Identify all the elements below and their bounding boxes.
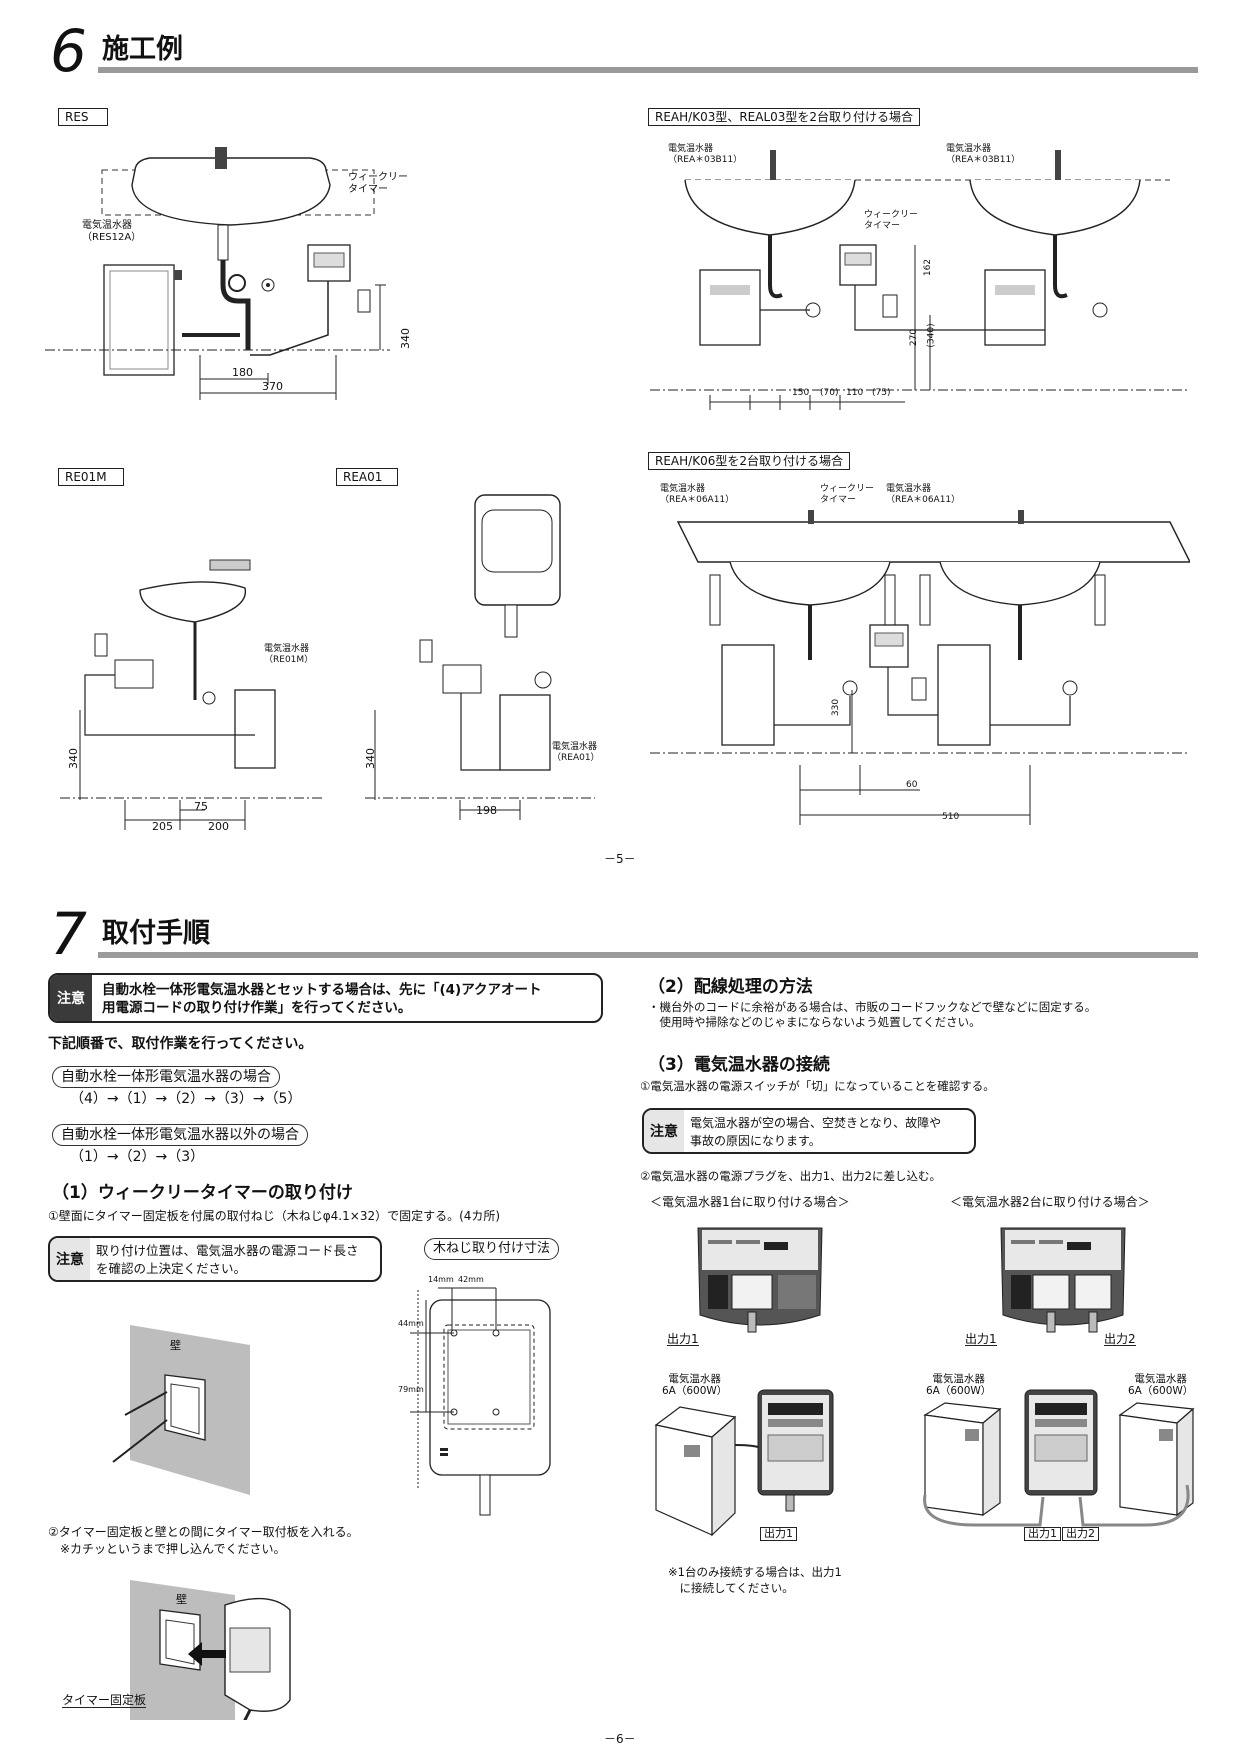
output1-box-two-units: 出力1 xyxy=(1024,1527,1061,1541)
step3-instruction-1: ①電気温水器の電源スイッチが「切」になっていることを確認する。 xyxy=(640,1079,995,1093)
timer-insertion-illustration xyxy=(130,1580,291,1720)
timer-fixing-plate-label: タイマー固定板 xyxy=(62,1693,147,1708)
page-number-6: －6－ xyxy=(604,1732,636,1746)
output1-box-one-unit: 出力1 xyxy=(760,1527,797,1541)
wall-fixing-illustration xyxy=(112,1325,250,1495)
rea01-heater-label: 電気温水器 （REA01） xyxy=(552,742,600,763)
case2-sequence: （1）→（2）→（3） xyxy=(70,1149,205,1165)
screw-dimensions-pill: 木ねじ取り付け寸法 xyxy=(424,1238,560,1260)
section-7-number: 7 xyxy=(50,900,87,968)
step2-text: ・機台外のコードに余裕がある場合は、市販のコードフックなどで壁などに固定する。 … xyxy=(648,1000,1097,1029)
label-re01m: RE01M xyxy=(58,468,124,486)
case1-pill: 自動水栓一体形電気温水器の場合 xyxy=(52,1066,280,1088)
res-timer-label: ウィークリー タイマー xyxy=(348,172,408,195)
k03-timer-label: ウィークリー タイマー xyxy=(864,210,919,231)
output1-label-one-unit: 出力1 xyxy=(667,1332,699,1346)
k06-dim-510: 510 xyxy=(942,812,960,822)
wall-label-2: 壁 xyxy=(176,1593,187,1606)
section-7-rule xyxy=(98,952,1198,958)
caution-tag: 注意 xyxy=(50,975,92,1021)
heater-connection-one-unit xyxy=(654,1389,834,1537)
output2-label-two-units: 出力2 xyxy=(1104,1332,1136,1346)
k03-dim-340p: (340) xyxy=(926,323,937,348)
heater-6a-label-2: 電気温水器 6A（600W） xyxy=(926,1373,992,1397)
screw-dim-79: 79mm xyxy=(398,1385,424,1394)
reah-k06-installation-diagram xyxy=(650,510,1190,825)
step1-caution-box: 注意 取り付け位置は、電気温水器の電源コード長さ を確認の上決定ください。 xyxy=(48,1236,382,1282)
rea01-installation-diagram xyxy=(365,494,595,820)
page-number-5: －5－ xyxy=(604,852,636,866)
screw-dim-14: 14mm xyxy=(428,1275,454,1284)
output1-label-two-units: 出力1 xyxy=(965,1332,997,1346)
step3-caution-text: 電気温水器が空の場合、空焚きとなり、故障や 事故の原因になります。 xyxy=(690,1116,942,1148)
label-rea01: REA01 xyxy=(336,468,398,486)
k03-heater-left-label: 電気温水器 （REA＊03B11） xyxy=(668,144,743,165)
re01m-dim-340: 340 xyxy=(67,748,80,769)
k06-timer-label: ウィークリー タイマー xyxy=(820,484,875,505)
step3-caution-box: 注意 電気温水器が空の場合、空焚きとなり、故障や 事故の原因になります。 xyxy=(642,1108,976,1154)
k03-dim-70: (70) xyxy=(820,388,839,398)
res-heater-label: 電気温水器 （RES12A） xyxy=(82,220,142,243)
re01m-dim-205: 205 xyxy=(152,820,173,833)
step1-heading: （1）ウィークリータイマーの取り付け xyxy=(52,1183,353,1203)
caution-tag: 注意 xyxy=(644,1110,684,1152)
output2-box-two-units: 出力2 xyxy=(1062,1527,1099,1541)
section-6-rule xyxy=(98,67,1198,73)
label-reah-k03: REAH/K03型、REAL03型を2台取り付ける場合 xyxy=(648,108,921,126)
k03-dim-162: 162 xyxy=(923,258,934,277)
step1-caution-text: 取り付け位置は、電気温水器の電源コード長さ を確認の上決定ください。 xyxy=(96,1243,359,1276)
screw-dim-42: 42mm xyxy=(458,1275,484,1284)
order-intro: 下記順番で、取付作業を行ってください。 xyxy=(48,1036,313,1052)
section-6-number: 6 xyxy=(50,17,87,85)
timer-photo-two-units xyxy=(1000,1227,1126,1333)
k06-heater-right-label: 電気温水器 （REA＊06A11） xyxy=(886,484,961,505)
case1-sequence: （4）→（1）→（2）→（3）→（5） xyxy=(70,1091,302,1107)
heater-connection-two-units xyxy=(923,1389,1195,1527)
timer-photo-one-unit xyxy=(697,1227,823,1333)
res-dim-340: 340 xyxy=(399,328,412,349)
section-7-title: 取付手順 xyxy=(102,918,210,949)
k06-dim-330: 330 xyxy=(831,698,842,717)
step1-instruction-2: ②タイマー固定板と壁との間にタイマー取付板を入れる。 ※カチッというまで押し込ん… xyxy=(48,1525,359,1556)
one-unit-heading: ＜電気温水器1台に取り付ける場合＞ xyxy=(650,1195,850,1209)
k06-heater-left-label: 電気温水器 （REA＊06A11） xyxy=(660,484,735,505)
re01m-heater-label: 電気温水器 （RE01M） xyxy=(264,644,314,665)
heater-6a-label-3: 電気温水器 6A（600W） xyxy=(1128,1373,1194,1397)
caution-tag: 注意 xyxy=(50,1238,90,1280)
wall-label-1: 壁 xyxy=(170,1339,181,1352)
one-unit-note: ※1台のみ接続する場合は、出力1 に接続してください。 xyxy=(668,1565,842,1595)
k03-dim-110: 110 xyxy=(846,388,864,398)
label-reah-k06: REAH/K06型を2台取り付ける場合 xyxy=(648,452,850,470)
step2-heading: （2）配線処理の方法 xyxy=(648,977,813,997)
k03-dim-270: 270 xyxy=(909,328,920,347)
k03-dim-150: 150 xyxy=(792,388,810,398)
res-dim-180: 180 xyxy=(232,366,253,379)
two-unit-heading: ＜電気温水器2台に取り付ける場合＞ xyxy=(950,1195,1150,1209)
k03-dim-75: (75) xyxy=(872,388,891,398)
reah-k03-installation-diagram xyxy=(650,150,1190,410)
rea01-dim-198: 198 xyxy=(476,804,497,817)
screw-mounting-diagram xyxy=(410,1287,551,1516)
step3-instruction-2: ②電気温水器の電源プラグを、出力1、出力2に差し込む。 xyxy=(640,1169,941,1183)
heater-6a-label-1: 電気温水器 6A（600W） xyxy=(662,1373,728,1397)
label-res: RES xyxy=(58,108,108,126)
main-caution-box: 注意 自動水栓一体形電気温水器とセットする場合は、先に「(4)アクアオート 用電… xyxy=(48,973,603,1023)
res-installation-diagram xyxy=(45,147,390,400)
step3-heading: （3）電気温水器の接続 xyxy=(648,1055,830,1075)
res-dim-370: 370 xyxy=(262,380,283,393)
re01m-installation-diagram xyxy=(60,559,325,830)
rea01-dim-340: 340 xyxy=(364,748,377,769)
case2-pill: 自動水栓一体形電気温水器以外の場合 xyxy=(52,1124,308,1146)
section-6-title: 施工例 xyxy=(102,34,183,65)
re01m-dim-200: 200 xyxy=(208,820,229,833)
screw-dim-44: 44mm xyxy=(398,1319,424,1328)
k03-heater-right-label: 電気温水器 （REA＊03B11） xyxy=(946,144,1021,165)
step1-instruction: ①壁面にタイマー固定板を付属の取付ねじ（木ねじφ4.1×32）で固定する。(4カ… xyxy=(48,1209,501,1223)
re01m-dim-75: 75 xyxy=(194,800,208,813)
k06-dim-60: 60 xyxy=(906,780,918,790)
main-caution-text: 自動水栓一体形電気温水器とセットする場合は、先に「(4)アクアオート 用電源コー… xyxy=(102,982,542,1016)
